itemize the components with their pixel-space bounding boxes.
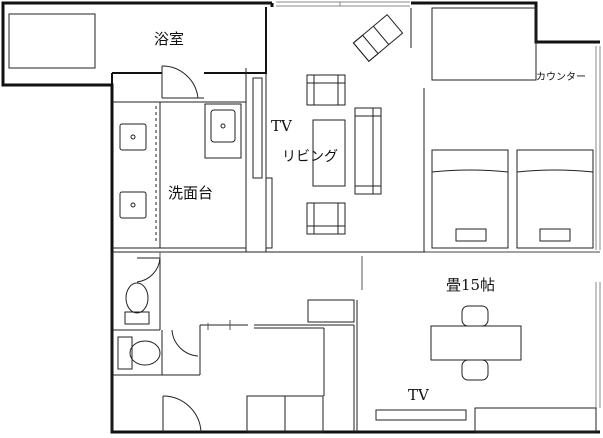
armchair-top (306, 74, 346, 106)
low-cabinet-tatami (474, 407, 597, 433)
toilet-2-door (171, 329, 199, 357)
armchair-bottom (306, 202, 346, 235)
corridor-walls (254, 300, 358, 432)
label-counter: カウンター (536, 71, 586, 83)
tv-stand-living (265, 177, 273, 249)
bed-left (431, 149, 509, 249)
label-washbasin: 洗面台 (168, 184, 213, 202)
right-window-lower (595, 282, 601, 408)
label-tatami: 畳15帖 (446, 276, 495, 294)
label-bathroom: 浴室 (154, 30, 184, 48)
storage-cabinet (307, 299, 355, 323)
tv-cabinet-tatami (375, 409, 467, 421)
shoe-cabinet (246, 395, 324, 433)
sink-2 (119, 191, 147, 219)
sofa-right (354, 107, 382, 195)
right-window-upper (595, 46, 601, 250)
tv-cabinet-living (252, 77, 263, 179)
label-tv-tatami: TV (408, 386, 430, 404)
toilet-hall-walls (111, 252, 248, 432)
bathtub (8, 13, 96, 69)
bed-right (516, 149, 594, 249)
dining-set (430, 305, 522, 381)
entrance-door (162, 395, 202, 433)
top-window (276, 1, 410, 7)
sink-1 (119, 123, 147, 151)
toilet-1-door (136, 257, 161, 283)
toilet-2 (117, 336, 161, 370)
toilet-1 (124, 282, 150, 325)
label-tv-living: TV (271, 117, 293, 135)
coffee-table (312, 119, 346, 187)
thin-partitions (159, 252, 363, 330)
bathroom-walls (111, 7, 267, 102)
counter (431, 7, 537, 81)
washroom-walls (112, 68, 247, 253)
lounge-chair (352, 13, 404, 63)
label-living: リビング (282, 149, 338, 165)
bathroom-door (161, 65, 204, 99)
vanity (204, 103, 242, 159)
partition-living-bedroom (410, 8, 425, 252)
